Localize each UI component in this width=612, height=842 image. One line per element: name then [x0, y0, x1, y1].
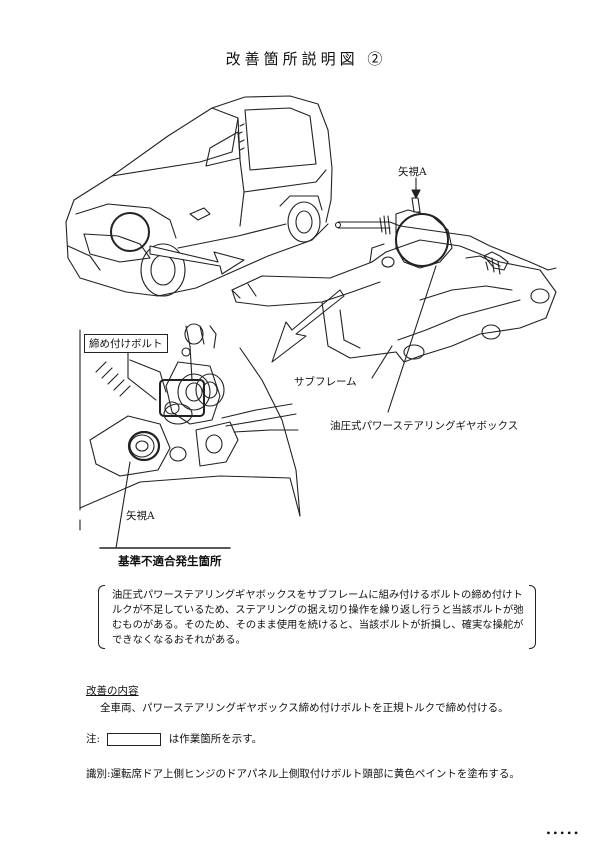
subframe-highlight-circle [395, 213, 449, 267]
view-a-top-label: 矢視A [398, 166, 427, 178]
note-line: 注: は作業箇所を示す。 [86, 731, 262, 746]
defect-description-box: 油圧式パワーステアリングギヤボックスをサブフレームに組み付けるボルトの締め付けト… [98, 585, 536, 649]
detail-area-highlight [159, 379, 205, 417]
subframe-label: サブフレーム [294, 376, 357, 388]
gearbox-label: 油圧式パワーステアリングギヤボックス [330, 420, 519, 432]
defect-description: 油圧式パワーステアリングギヤボックスをサブフレームに組み付けるボルトの締め付けト… [112, 589, 524, 646]
subframe-drawing [231, 197, 557, 363]
page-title: 改善箇所説明図 ② [225, 50, 387, 68]
identification-text: 識別:運転席ドア上側ヒンジのドアパネル上側取付けボルト頭部に黄色ペイントを塗布す… [86, 768, 520, 780]
improvement-heading: 改善の内容 [86, 685, 139, 697]
defect-label: 基準不適合発生箇所 [118, 554, 222, 568]
note-suffix: は作業箇所を示す。 [168, 733, 263, 745]
minivan-drawing [65, 95, 333, 297]
detail-view-drawing [79, 323, 301, 531]
gearbox-leader [387, 265, 437, 413]
subframe-leader [371, 345, 393, 379]
detail-bolt-highlight [127, 430, 161, 462]
work-area-legend-box [107, 732, 162, 746]
note-prefix: 注: [86, 733, 101, 745]
improvement-text: 全車両、パワーステアリングギヤボックス締め付けボルトを正規トルクで締め付ける。 [100, 702, 509, 714]
arrow-to-detail [271, 289, 345, 363]
bolt-label: 締め付けボルト [84, 334, 168, 353]
arrow-to-subframe [149, 245, 245, 275]
van-highlight-circle [110, 212, 150, 252]
view-a-detail-label: 矢視A [126, 510, 155, 522]
page-corner-marks: ∙∙∙∙∙ [546, 828, 581, 839]
bolt-leader [127, 347, 157, 401]
